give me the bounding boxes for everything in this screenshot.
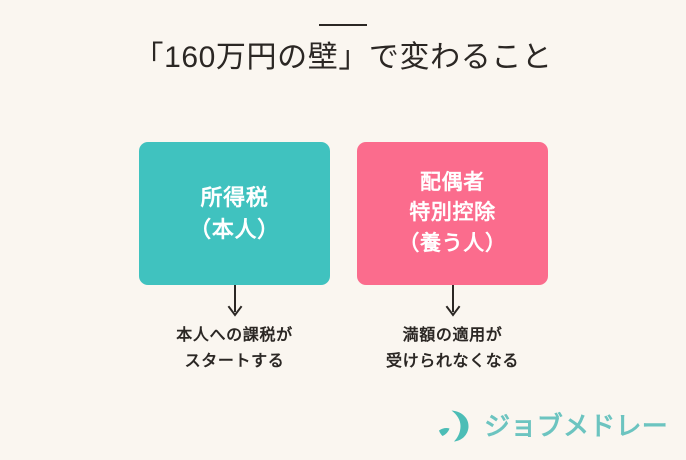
caption-spouse-deduction-line-2: 受けられなくなる — [385, 353, 520, 371]
card-spouse-deduction-line-2: 特別控除 — [409, 201, 496, 225]
page-title: 「160万円の壁」で変わること — [133, 41, 553, 74]
caption-spouse-deduction: 満額の適用が 受けられなくなる — [386, 323, 519, 376]
down-arrow-icon-right — [443, 285, 463, 317]
column-income-tax: 所得税 （本人） 本人への課税が スタートする — [139, 142, 330, 376]
card-spouse-deduction-line-3: （養う人） — [398, 231, 507, 255]
card-income-tax-line-2: （本人） — [189, 216, 280, 242]
columns-container: 所得税 （本人） 本人への課税が スタートする 配偶者 特別控除 （養う人） — [139, 142, 548, 376]
card-income-tax-line-1: 所得税 — [200, 184, 269, 210]
caption-income-tax-line-1: 本人への課税が — [176, 327, 293, 344]
brand-logo-text: ジョブメドレー — [484, 411, 668, 441]
header: 「160万円の壁」で変わること — [0, 24, 686, 76]
title-divider — [319, 24, 367, 26]
caption-income-tax-line-2: スタートする — [184, 353, 285, 371]
column-spouse-deduction: 配偶者 特別控除 （養う人） 満額の適用が 受けられなくなる — [357, 142, 548, 376]
card-income-tax: 所得税 （本人） — [139, 142, 330, 285]
card-spouse-deduction: 配偶者 特別控除 （養う人） — [357, 142, 548, 285]
jobmedley-crescent-icon — [439, 410, 469, 442]
brand-logo: ジョブメドレー — [435, 406, 668, 446]
caption-spouse-deduction-line-1: 満額の適用が — [402, 327, 503, 344]
card-spouse-deduction-line-1: 配偶者 — [420, 170, 485, 194]
caption-income-tax: 本人への課税が スタートする — [176, 323, 292, 376]
down-arrow-icon-left — [225, 285, 245, 317]
